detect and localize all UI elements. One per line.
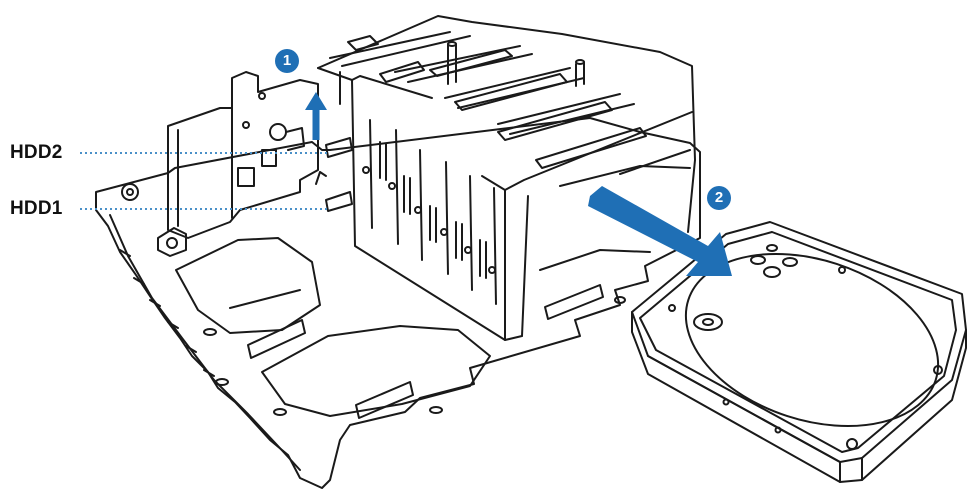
hdd1-label: HDD1 — [10, 198, 63, 219]
hdd2-label: HDD2 — [10, 142, 63, 163]
step-1-badge: 1 — [275, 49, 299, 73]
step-1-arrow — [305, 92, 327, 140]
hard-disk-drive — [631, 221, 967, 483]
base-tray — [95, 117, 701, 489]
step-2-badge: 2 — [707, 186, 731, 210]
step-2-arrow — [588, 186, 732, 276]
drive-cage — [315, 15, 696, 341]
rear-mount-plate — [157, 71, 319, 257]
